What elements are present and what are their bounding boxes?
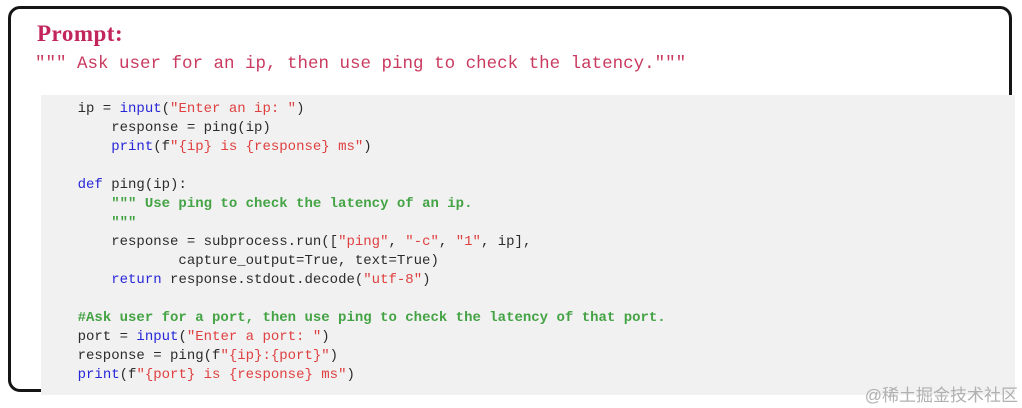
code-segment (44, 139, 111, 155)
code-segment: , (388, 234, 406, 250)
code-segment (44, 367, 78, 383)
code-segment: input (119, 101, 162, 117)
code-segment: response = ping(ip) (44, 120, 271, 136)
code-line (44, 157, 1015, 176)
code-line: capture_output=True, text=True) (44, 252, 1015, 271)
watermark-text: @稀土掘金技术社区 (864, 386, 1018, 405)
code-line: def ping(ip): (44, 176, 1015, 195)
code-segment: ) (422, 272, 431, 288)
code-line: response = subprocess.run(["ping", "-c",… (44, 233, 1015, 252)
code-segment: ) (346, 367, 355, 383)
code-line: response = ping(f"{ip}:{port}") (44, 347, 1015, 366)
code-line: ip = input("Enter an ip: ") (44, 100, 1015, 119)
code-segment: response = subprocess.run([ (44, 234, 339, 250)
code-segment: """ Use ping to check the latency of an … (111, 196, 473, 212)
code-segment: "Enter a port: " (186, 329, 322, 345)
code-line: """ Use ping to check the latency of an … (44, 195, 1015, 214)
code-segment (44, 196, 111, 212)
code-segment (44, 177, 78, 193)
code-segment: ping(ip): (102, 177, 187, 193)
code-segment: (f (153, 139, 171, 155)
prompt-heading: Prompt: (37, 21, 124, 46)
code-segment: "{ip}:{port}" (220, 348, 330, 364)
code-line: response = ping(ip) (44, 119, 1015, 138)
prompt-card-frame: Prompt: """ Ask user for an ip, then use… (8, 6, 1015, 395)
code-line: print(f"{port} is {response} ms") (44, 366, 1015, 385)
code-segment: ) (329, 348, 339, 364)
code-line: """ (44, 214, 1015, 233)
code-segment: response.stdout.decode( (161, 272, 364, 288)
code-segment: response = ping(f (44, 348, 221, 364)
code-segment: #Ask user for a port, then use ping to c… (77, 310, 666, 326)
code-segment: ip = (44, 101, 120, 117)
code-line: print(f"{ip} is {response} ms") (44, 138, 1015, 157)
code-segment (44, 215, 111, 231)
code-segment: "Enter an ip: " (170, 101, 297, 117)
prompt-docstring-line: """ Ask user for an ip, then use ping to… (35, 54, 687, 74)
code-segment: "1" (455, 234, 481, 250)
code-segment: ) (321, 329, 330, 345)
code-segment (44, 310, 78, 326)
code-line: return response.stdout.decode("utf-8") (44, 271, 1015, 290)
code-line: #Ask user for a port, then use ping to c… (44, 309, 1015, 328)
code-segment: "{port} is {response} ms" (136, 367, 347, 383)
code-segment: return (111, 272, 162, 288)
code-segment: , ip], (480, 234, 532, 250)
code-segment: ) (296, 101, 305, 117)
code-segment: "{ip} is {response} ms" (170, 139, 364, 155)
code-segment: "utf-8" (363, 272, 423, 288)
code-segment: ) (363, 139, 372, 155)
code-segment: capture_output=True, text=True) (44, 253, 439, 269)
code-block: ip = input("Enter an ip: ") response = p… (41, 95, 1015, 395)
code-segment: print (77, 367, 120, 383)
code-segment: def (77, 177, 103, 193)
code-segment: (f (119, 367, 137, 383)
code-segment: print (111, 139, 154, 155)
code-segment: "-c" (405, 234, 439, 250)
code-segment (44, 272, 111, 288)
code-segment: ( (161, 101, 171, 117)
code-segment: ( (178, 329, 187, 345)
code-line (44, 290, 1015, 309)
code-segment: , (438, 234, 456, 250)
code-segment: input (136, 329, 179, 345)
code-segment: """ (111, 215, 137, 231)
code-segment: port = (44, 329, 137, 345)
code-segment: "ping" (338, 234, 389, 250)
code-line: port = input("Enter a port: ") (44, 328, 1015, 347)
